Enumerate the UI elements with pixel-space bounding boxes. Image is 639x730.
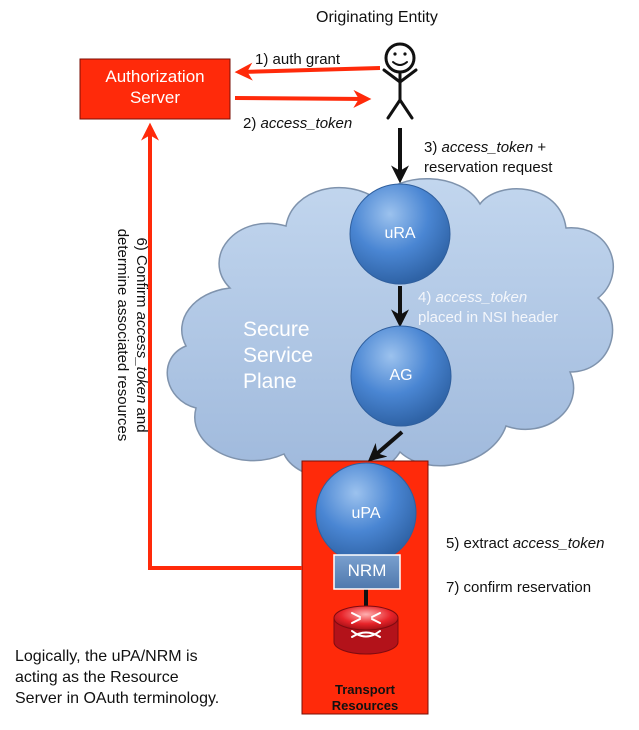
- arrow-to-upa: [367, 430, 404, 462]
- ag-label: AG: [389, 367, 413, 384]
- ag-node: [350, 325, 452, 427]
- authorization-server-label: Authorization Server: [80, 66, 230, 108]
- authorization-server-line1: Authorization: [105, 67, 205, 86]
- step-4-label: 4) access_token placed in NSI header: [418, 289, 559, 326]
- authorization-server-line2: Server: [129, 88, 181, 107]
- router-icon: [333, 605, 399, 655]
- step-5-label: 5) extract access_token: [446, 535, 605, 552]
- arrow-access-token: [234, 89, 372, 108]
- upa-label: uPA: [351, 505, 381, 522]
- cloud-label: Secure Service Plane: [243, 318, 314, 393]
- transport-resources-label: Transport Resources: [331, 682, 399, 713]
- step-1-label: 1) auth grant: [255, 51, 341, 68]
- step-7-label: 7) confirm reservation: [446, 579, 592, 596]
- ura-node: [349, 183, 451, 285]
- ura-label: uRA: [384, 225, 416, 242]
- nrm-label: NRM: [347, 561, 387, 580]
- nrm-box: [333, 554, 401, 590]
- user-figure-icon: [382, 42, 418, 120]
- step-2-label: 2) access_token: [243, 115, 353, 132]
- step-3-label: 3) access_token + reservation request: [424, 139, 553, 176]
- authorization-server-box: [79, 58, 231, 120]
- originating-entity-title: Originating Entity: [316, 9, 438, 26]
- resource-server-note: Logically, the uPA/NRM is acting as the …: [15, 648, 220, 707]
- arrow-confirm-token: [141, 122, 302, 570]
- arrow-auth-grant: [234, 62, 381, 81]
